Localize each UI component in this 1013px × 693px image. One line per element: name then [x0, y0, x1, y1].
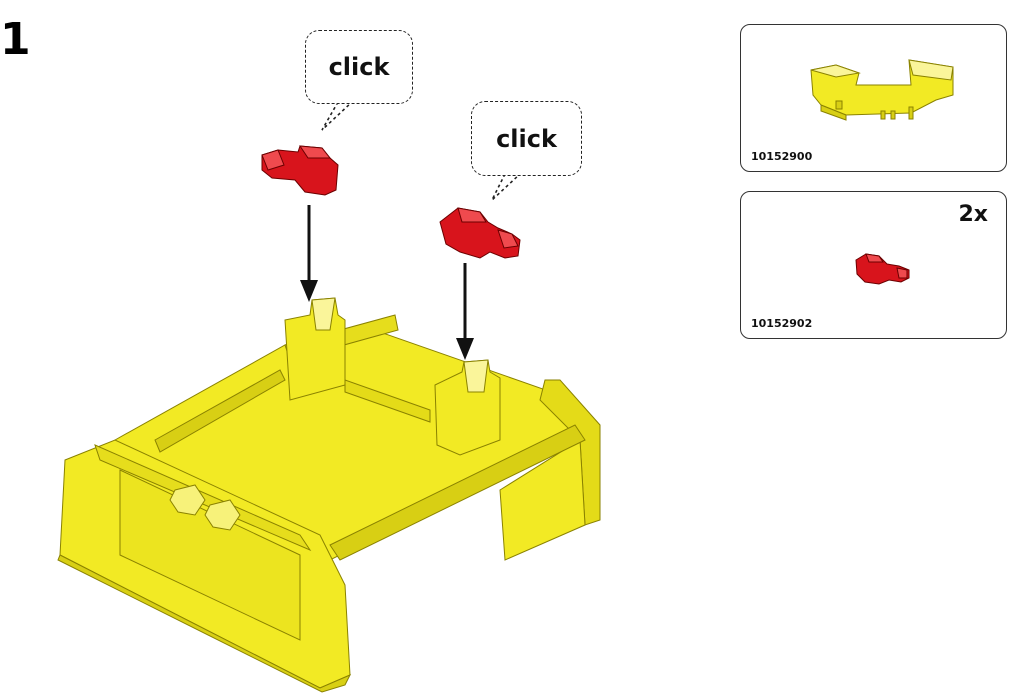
part-code: 10152900	[751, 150, 813, 163]
red-connector-icon-1	[261, 145, 339, 196]
parts-box-frame: 10152900	[740, 24, 1007, 172]
yellow-frame-part-icon	[810, 59, 954, 121]
red-connector-part-icon	[855, 253, 910, 285]
click-callout-2-text: click	[496, 124, 557, 153]
step-number: 1	[0, 14, 31, 65]
click-callout-1: click	[305, 30, 413, 104]
insert-arrow-2	[456, 263, 474, 360]
click-callout-1-text: click	[328, 53, 390, 81]
bubble-tail-2	[491, 173, 521, 201]
part-quantity: 2x	[958, 202, 989, 227]
insert-arrow-1	[300, 205, 318, 302]
click-callout-2: click	[471, 101, 582, 176]
bubble-tail-1	[321, 101, 353, 131]
part-code: 10152902	[751, 317, 813, 330]
parts-box-connector: 2x 10152902	[740, 191, 1007, 339]
yellow-frame-icon	[57, 297, 601, 693]
red-connector-icon-2	[439, 207, 521, 259]
